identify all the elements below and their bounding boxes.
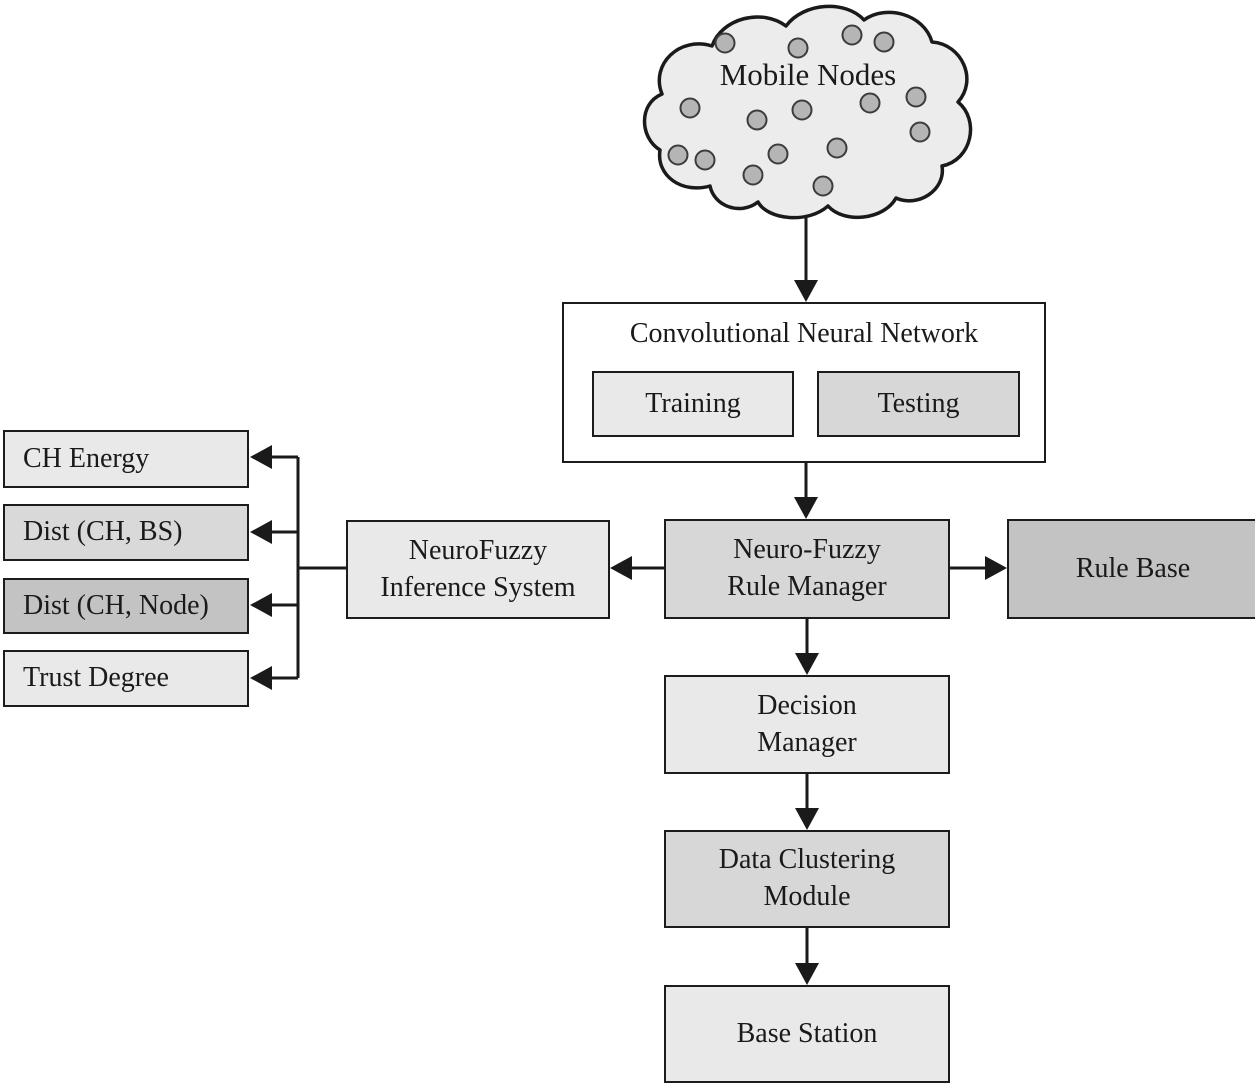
data-clustering-module-box: Data Clustering Module [664, 830, 950, 928]
base-station-box: Base Station [664, 985, 950, 1083]
rule-base-box: Rule Base [1007, 519, 1255, 619]
input-box-dist-ch-node: Dist (CH, Node) [3, 578, 249, 634]
cnn-box: Convolutional Neural Network Training Te… [562, 302, 1046, 463]
neurofuzzy-inference-system-box: NeuroFuzzy Inference System [346, 520, 610, 619]
cnn-training-box: Training [592, 371, 794, 437]
arrow-cnn-to-rule-manager [794, 463, 818, 519]
arrow-decision-to-clustering [795, 774, 819, 830]
input-box-trust-degree: Trust Degree [3, 650, 249, 707]
input-box-ch-energy: CH Energy [3, 430, 249, 488]
arrow-clustering-to-base-station [795, 928, 819, 985]
arrow-rule-manager-to-rule-base [950, 556, 1007, 580]
arrow-rule-manager-to-decision [795, 619, 819, 675]
arrow-rule-manager-to-nfis [610, 556, 664, 580]
mobile-nodes-cloud [642, 4, 973, 220]
nfis-input-spine [250, 445, 346, 690]
cnn-title: Convolutional Neural Network [629, 318, 979, 349]
decision-manager-box: Decision Manager [664, 675, 950, 774]
arrow-cloud-to-cnn [794, 218, 818, 302]
node-dots [667, 24, 931, 197]
cloud-label: Mobile Nodes [719, 57, 897, 92]
input-box-dist-ch-bs: Dist (CH, BS) [3, 504, 249, 561]
cnn-testing-box: Testing [817, 371, 1020, 437]
neuro-fuzzy-rule-manager-box: Neuro-Fuzzy Rule Manager [664, 519, 950, 619]
